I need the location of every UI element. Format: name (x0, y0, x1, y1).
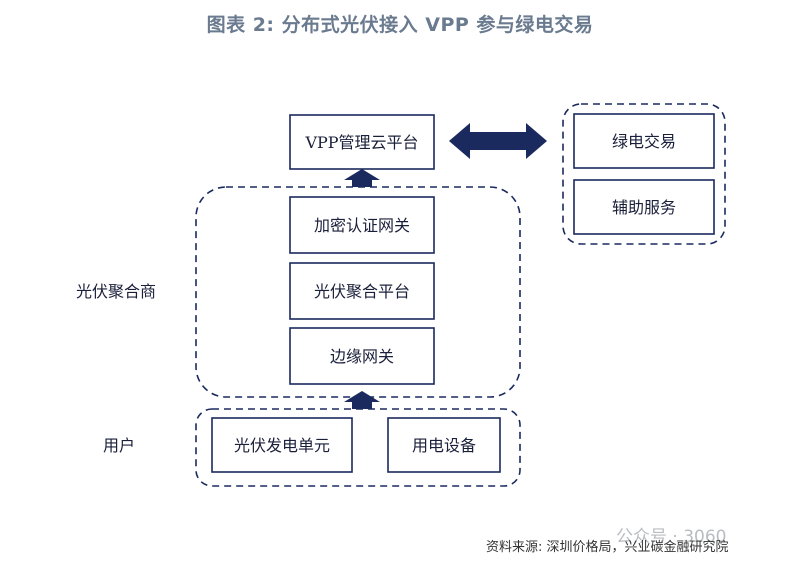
pv-platform-node: 光伏聚合平台 (289, 262, 435, 320)
vpp-cloud-label: VPP管理云平台 (304, 133, 418, 152)
source-note: 资料来源: 深圳价格局，兴业碳金融研究院 (486, 540, 729, 555)
up-arrow-to-aggregator (344, 391, 380, 409)
green-trade-label: 绿电交易 (612, 132, 676, 151)
aggregator-label: 光伏聚合商 (76, 282, 156, 301)
user-label: 用户 (103, 436, 135, 455)
consumer-device-node: 用电设备 (387, 417, 501, 473)
market-group (562, 103, 726, 245)
bidirectional-arrow (449, 123, 547, 159)
edge-gateway-node: 边缘网关 (289, 327, 435, 385)
pv-unit-label: 光伏发电单元 (234, 436, 330, 455)
figure-title: 图表 2: 分布式光伏接入 VPP 参与绿电交易 (206, 14, 594, 36)
encrypt-gateway-node: 加密认证网关 (289, 196, 435, 254)
aux-service-label: 辅助服务 (612, 198, 676, 217)
green-trade-node: 绿电交易 (573, 113, 715, 169)
vpp-cloud-node: VPP管理云平台 (289, 114, 435, 170)
watermark: 公众号 · 3060 (616, 527, 727, 547)
consumer-device-label: 用电设备 (412, 436, 476, 455)
up-arrow-to-cloud (344, 169, 380, 187)
edge-gateway-label: 边缘网关 (330, 347, 394, 366)
pv-platform-label: 光伏聚合平台 (314, 282, 410, 301)
encrypt-gateway-label: 加密认证网关 (314, 216, 410, 235)
aux-service-node: 辅助服务 (573, 179, 715, 235)
pv-unit-node: 光伏发电单元 (211, 417, 353, 473)
